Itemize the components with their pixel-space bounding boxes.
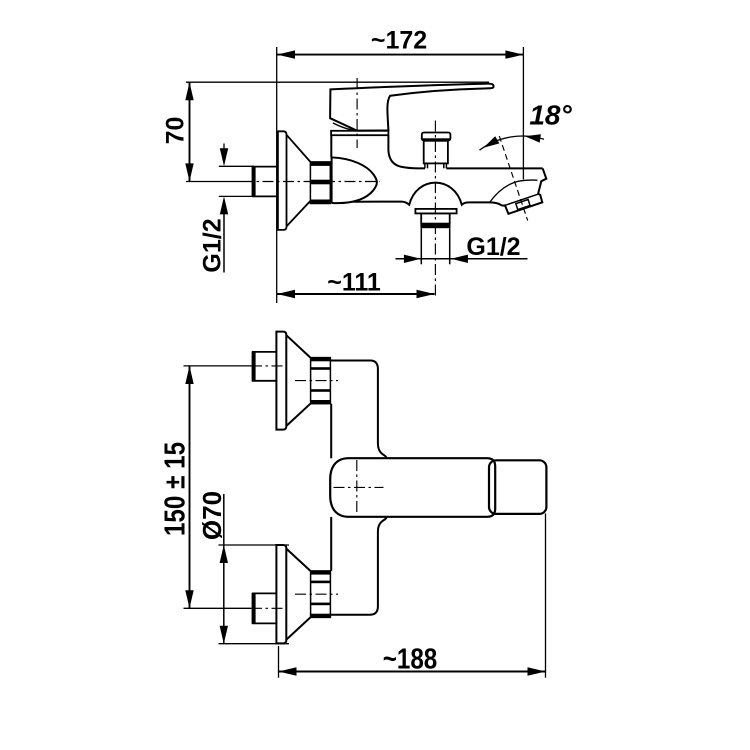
- side-diverter-knob: [420, 131, 452, 169]
- dim-inlet-thread: G1/2: [199, 143, 254, 273]
- front-lower-union-thread-band-2: [310, 570, 331, 575]
- side-body-underside-and-spout: [353, 168, 548, 216]
- dim-spout-angle-arrowhead-1: [483, 136, 500, 148]
- dim-spacing-150-arrowhead-1: [185, 365, 194, 384]
- side-spout-aerator-line-1: [505, 193, 539, 206]
- dim-diameter-70-arrowhead-2: [219, 625, 228, 644]
- dim-label-angle: 18°: [529, 100, 572, 131]
- side-union-nut: [309, 161, 332, 205]
- side-lever-handle: [329, 82, 495, 137]
- side-spout-fillet: [489, 179, 538, 203]
- front-upper-union-thread-band-4: [310, 389, 331, 392]
- front-lever-center-cross: [333, 460, 384, 515]
- dim-height-70-arrowhead-1: [185, 82, 194, 101]
- front-lower-union-thread-band-5: [310, 613, 331, 618]
- dim-height-70-arrowhead-2: [185, 163, 194, 182]
- dim-depth-172-arrowhead-1: [277, 50, 295, 59]
- dim-outlet-thread: G1/2: [395, 233, 528, 263]
- side-escutcheon-cone-line-1: [285, 134, 312, 163]
- dim-reach-111-arrowhead-1: [277, 289, 295, 299]
- side-escutcheon-cone-line-2: [285, 200, 312, 228]
- dim-spout-angle: 18°: [479, 100, 572, 221]
- front-upper-union-line-4: [285, 402, 312, 427]
- side-spout-aerator: [505, 193, 539, 211]
- dim-outlet-thread-arrowhead-2: [450, 254, 468, 263]
- dim-outlet-thread-arrowhead-1: [403, 254, 421, 263]
- side-shower-outlet: [414, 207, 458, 265]
- front-body-path-1: [330, 359, 388, 459]
- dim-width-188-arrowhead-1: [278, 667, 297, 676]
- side-check-valve-cap: [330, 156, 378, 205]
- dim-inlet-thread-arrowhead-2: [219, 196, 229, 215]
- dim-spout-angle-line-1: [498, 135, 529, 221]
- dim-width-188-arrowhead-2: [527, 667, 546, 676]
- side-inlet-pipe: [251, 165, 278, 198]
- dim-label-inlet-thread: G1/2: [199, 218, 227, 272]
- dim-reach-111-arrowhead-2: [416, 289, 435, 299]
- front-upper-union-path-1: [275, 330, 288, 431]
- dim-diameter-70: Ø70: [197, 491, 289, 645]
- dim-width-188: ~188: [277, 513, 547, 678]
- front-lower-union-path-1: [275, 544, 288, 645]
- side-union-nut-thread-band-3: [310, 199, 331, 204]
- side-lever-handle-rect-1: [330, 129, 390, 137]
- dim-label-diameter: Ø70: [197, 491, 227, 540]
- front-lower-union: [183, 544, 338, 645]
- side-inlet-pipe-thread-band-1: [251, 166, 256, 197]
- dim-depth-172: ~172: [276, 27, 525, 303]
- dim-depth-172-arrowhead-2: [505, 50, 524, 59]
- dim-height-70: 70: [162, 81, 489, 182]
- dim-inlet-thread-arrowhead-1: [219, 148, 229, 167]
- dim-label-spacing: 150 ± 15: [159, 442, 191, 536]
- side-spout-aerator-path-1: [514, 198, 531, 211]
- dim-label-depth: ~172: [371, 27, 427, 55]
- front-upper-union-line-3: [285, 334, 312, 359]
- dim-reach-111: ~111: [277, 269, 435, 299]
- side-centerlines: [186, 78, 436, 297]
- side-valve-body-path-1: [387, 135, 420, 170]
- front-upper-union-thread-band-2: [310, 357, 331, 362]
- front-lower-union-thread-band-3: [310, 580, 331, 584]
- dim-label-height: 70: [162, 117, 190, 145]
- front-upper-union-thread-band-3: [310, 367, 331, 370]
- dim-label-reach: ~111: [327, 269, 381, 297]
- front-upper-union: [183, 330, 338, 431]
- dim-diameter-70-arrowhead-1: [219, 545, 228, 563]
- front-lower-union-line-4: [285, 616, 312, 641]
- side-valve-body: [330, 135, 420, 170]
- front-lower-union-line-3: [285, 547, 312, 572]
- side-view: ~172 70 G1/2 ~111: [162, 27, 572, 303]
- front-lever-handle: [329, 457, 548, 518]
- front-lever-handle-rect-1: [487, 459, 548, 515]
- front-body-path-2: [330, 516, 388, 616]
- side-escutcheon-flange: [277, 130, 288, 231]
- front-body: [330, 359, 388, 616]
- dim-spacing-150: 150 ± 15: [159, 365, 194, 609]
- dim-spout-angle-arrowhead-2: [524, 134, 541, 143]
- front-upper-union-thread-band-5: [310, 400, 331, 404]
- dim-spacing-150-arrowhead-2: [185, 590, 194, 609]
- dim-label-outlet-thread: G1/2: [466, 233, 520, 261]
- side-escutcheon-cone: [285, 134, 312, 228]
- side-union-nut-thread-band-1: [310, 161, 331, 166]
- front-lower-union-thread-band-4: [310, 602, 331, 606]
- front-view: 150 ± 15 Ø70 ~188: [159, 330, 548, 678]
- dim-label-width: ~188: [383, 643, 438, 675]
- side-diverter-knob-thread-band-1: [421, 138, 451, 141]
- front-lever-handle-path-1: [329, 457, 497, 518]
